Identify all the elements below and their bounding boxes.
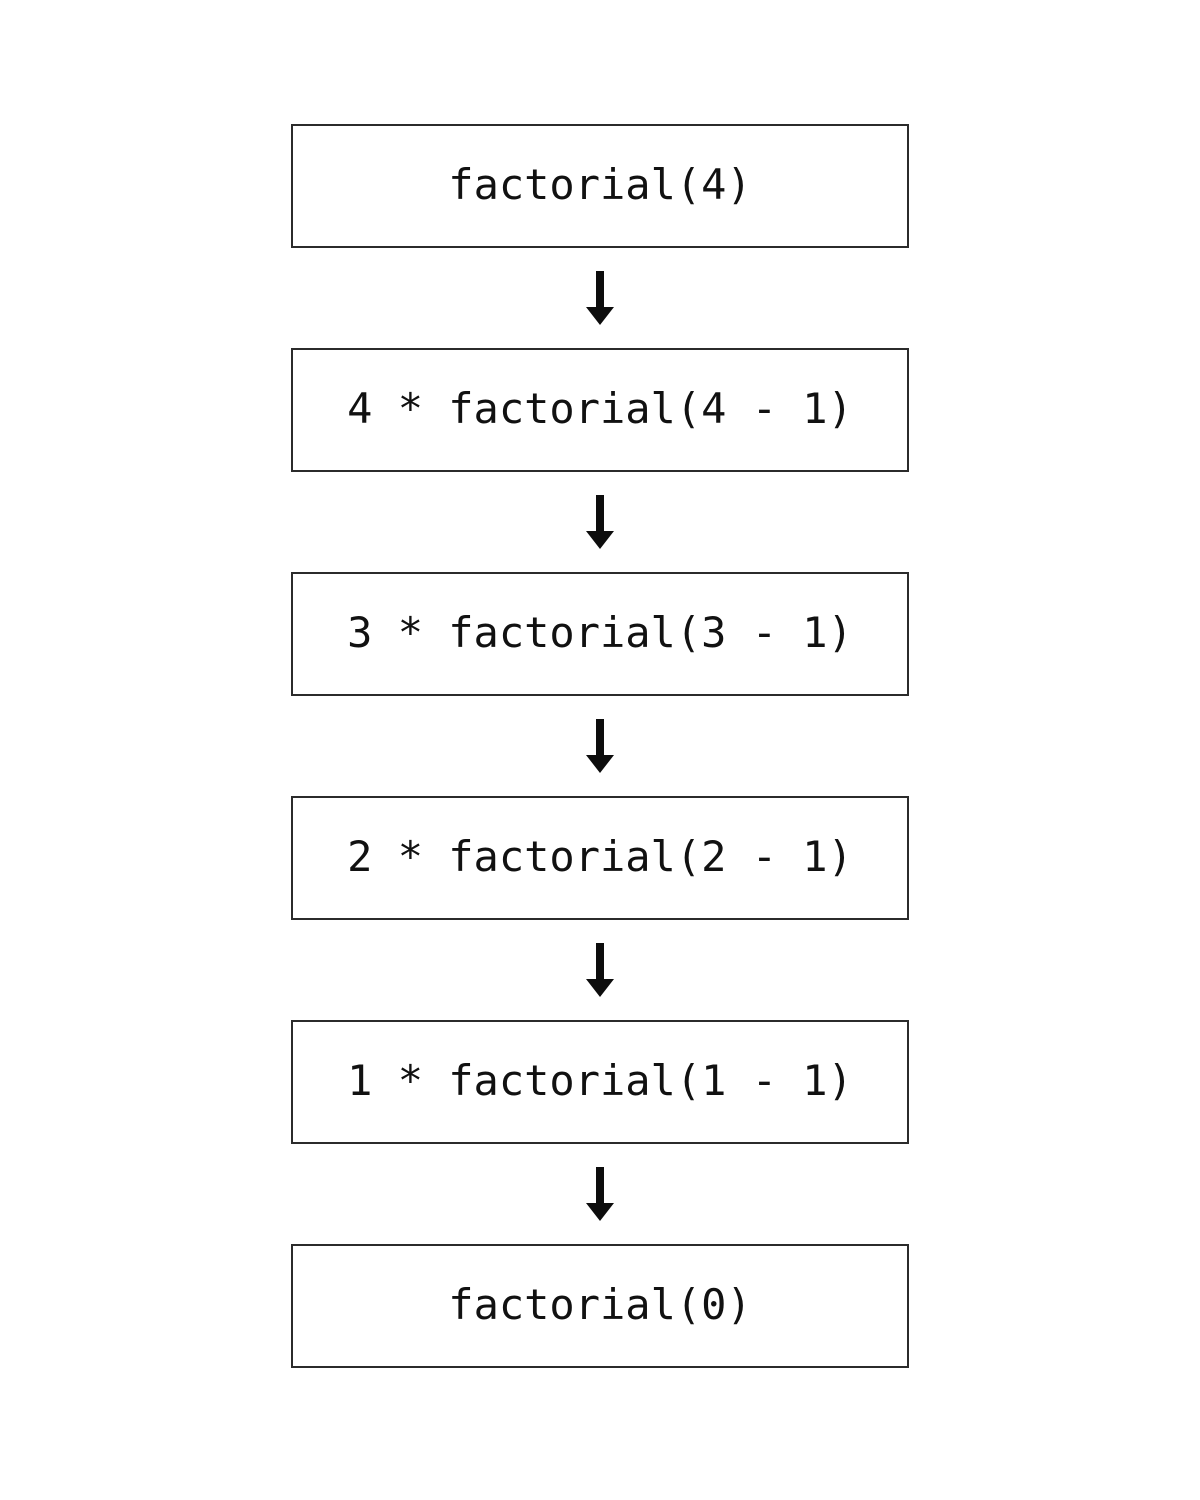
node-label: 2 * factorial(2 - 1) xyxy=(347,832,853,881)
down-arrow-icon xyxy=(586,943,614,997)
node-label: factorial(0) xyxy=(448,1280,752,1329)
down-arrow-icon xyxy=(586,1167,614,1221)
down-arrow-icon xyxy=(586,271,614,325)
down-arrow-icon xyxy=(586,495,614,549)
flow-node-expand-4: 4 * factorial(4 - 1) xyxy=(291,348,909,472)
node-label: 1 * factorial(1 - 1) xyxy=(347,1056,853,1105)
flow-node-base-case: factorial(0) xyxy=(291,1244,909,1368)
down-arrow-icon xyxy=(586,719,614,773)
flow-node-expand-3: 3 * factorial(3 - 1) xyxy=(291,572,909,696)
node-label: 4 * factorial(4 - 1) xyxy=(347,384,853,433)
flow-node-expand-1: 1 * factorial(1 - 1) xyxy=(291,1020,909,1144)
node-label: factorial(4) xyxy=(448,160,752,209)
flow-node-factorial-4: factorial(4) xyxy=(291,124,909,248)
flow-column: factorial(4) 4 * factorial(4 - 1) 3 * fa… xyxy=(291,124,909,1368)
flow-node-expand-2: 2 * factorial(2 - 1) xyxy=(291,796,909,920)
node-label: 3 * factorial(3 - 1) xyxy=(347,608,853,657)
